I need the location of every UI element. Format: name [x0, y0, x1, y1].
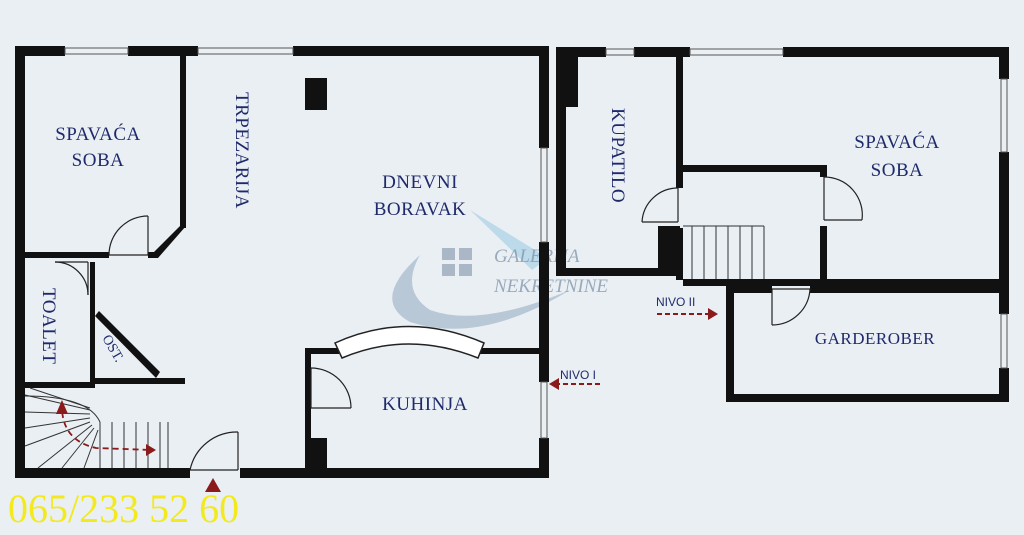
dining-label: TRPEZARIJA: [231, 92, 252, 209]
bedroom-left-label-2: SOBA: [72, 150, 125, 171]
spiral-staircase: [24, 387, 169, 469]
phone-number: 065/233 52 60: [8, 486, 239, 531]
toilet-label: TOALET: [38, 288, 59, 365]
bedroom-right-label-2: SOBA: [871, 160, 924, 181]
doors-level-2: [641, 176, 863, 326]
kitchen-counter: [333, 325, 485, 359]
bathroom-label: KUPATILO: [607, 108, 628, 203]
windows-level-2: [605, 48, 1008, 369]
wardrobe-label: GARDEROBER: [815, 329, 935, 348]
stairs-direction-arrow: [61, 401, 153, 451]
walls-level-1: [15, 46, 549, 478]
level-1-arrow: [549, 378, 603, 390]
living-label-2: BORAVAK: [374, 199, 467, 220]
bedroom-left-label-1: SPAVAĆA: [55, 123, 141, 145]
entrance-arrow-icon: [205, 478, 221, 492]
windows-level-1: [64, 47, 548, 439]
watermark-line-1: GALERIJA: [494, 246, 580, 267]
level-1-label: NIVO I: [560, 368, 596, 382]
walls-level-2: [556, 47, 1009, 402]
living-label-1: DNEVNI: [382, 172, 458, 193]
kitchen-label: KUHINJA: [382, 394, 468, 415]
straight-staircase: [683, 225, 765, 279]
galerija-nekretnine-logo-icon: [392, 210, 570, 329]
bedroom-right-label-1: SPAVAĆA: [854, 131, 940, 153]
level-2-arrow: [657, 308, 718, 320]
level-2-label: NIVO II: [656, 295, 695, 309]
watermark-line-2: NEKRETNINE: [493, 276, 608, 297]
doors-level-1: [54, 215, 352, 471]
